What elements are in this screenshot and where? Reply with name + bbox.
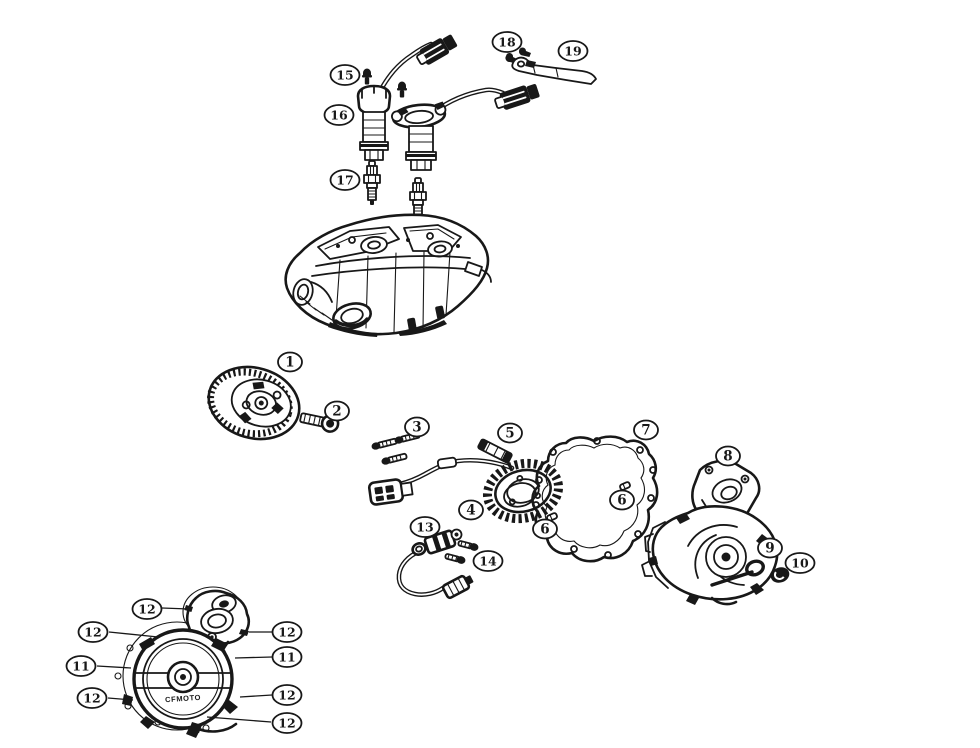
harness-clamp-drawing bbox=[477, 438, 513, 464]
leaders-layer bbox=[96, 607, 273, 723]
leader-line-12 bbox=[239, 694, 273, 698]
svg-text:7: 7 bbox=[641, 422, 650, 438]
water-pump-cover-assembly-drawing: CFMOTO bbox=[114, 586, 251, 738]
callout-4: 4 bbox=[458, 499, 484, 521]
flywheel-rotor-drawing bbox=[207, 365, 301, 441]
svg-text:9: 9 bbox=[765, 540, 774, 556]
callout-9: 9 bbox=[757, 537, 783, 559]
leader-line-11 bbox=[96, 665, 132, 669]
blanking-plug-drawing bbox=[770, 567, 790, 583]
coil-bolt-b-drawing bbox=[397, 81, 407, 98]
svg-text:14: 14 bbox=[479, 553, 497, 568]
sensor-screws-drawing bbox=[444, 540, 479, 564]
svg-text:16: 16 bbox=[330, 107, 348, 122]
callout-1: 1 bbox=[277, 351, 303, 373]
leader-line-12 bbox=[161, 607, 190, 610]
svg-text:6: 6 bbox=[617, 492, 626, 508]
svg-text:12: 12 bbox=[138, 601, 155, 616]
callout-11: 11 bbox=[271, 646, 303, 668]
leader-line-12 bbox=[107, 697, 134, 701]
callout-12: 12 bbox=[271, 684, 303, 706]
cover-gasket-drawing bbox=[531, 435, 659, 563]
svg-text:3: 3 bbox=[412, 419, 421, 435]
callout-17: 17 bbox=[329, 169, 361, 191]
svg-text:11: 11 bbox=[278, 649, 295, 664]
svg-text:12: 12 bbox=[278, 715, 295, 730]
svg-text:6: 6 bbox=[540, 521, 549, 537]
flywheel-bolt-drawing bbox=[299, 412, 340, 433]
svg-text:12: 12 bbox=[83, 690, 100, 705]
svg-text:10: 10 bbox=[791, 555, 809, 570]
callout-15: 15 bbox=[329, 64, 361, 86]
sensor-bracket-drawing bbox=[511, 56, 597, 85]
svg-text:12: 12 bbox=[84, 624, 101, 639]
stator-connector bbox=[367, 478, 414, 506]
svg-text:12: 12 bbox=[278, 687, 295, 702]
callout-12: 12 bbox=[76, 687, 108, 709]
callout-11: 11 bbox=[65, 655, 97, 677]
coil-right-connector bbox=[494, 84, 540, 110]
callout-12: 12 bbox=[131, 598, 163, 620]
callout-6: 6 bbox=[532, 518, 558, 540]
svg-text:5: 5 bbox=[505, 425, 514, 441]
leader-line-11 bbox=[234, 656, 273, 659]
svg-text:2: 2 bbox=[332, 403, 341, 419]
callout-5: 5 bbox=[497, 422, 523, 444]
callout-18: 18 bbox=[491, 31, 523, 53]
callout-19: 19 bbox=[557, 40, 589, 62]
ignition-coil-right-drawing bbox=[391, 84, 540, 171]
magneto-cover-drawing bbox=[641, 459, 779, 606]
spark-plug-left-drawing bbox=[363, 160, 381, 205]
svg-text:17: 17 bbox=[336, 172, 353, 187]
callout-12: 12 bbox=[271, 712, 303, 734]
coil-left-connector bbox=[416, 34, 458, 65]
callout-12: 12 bbox=[271, 621, 303, 643]
cfmoto-logo-text: CFMOTO bbox=[165, 693, 202, 704]
leader-line-12 bbox=[206, 716, 272, 723]
callout-6: 6 bbox=[609, 489, 635, 511]
screw-set-drawing bbox=[371, 431, 421, 465]
callout-13: 13 bbox=[409, 516, 441, 538]
coil-bolt-a-drawing bbox=[362, 68, 372, 85]
svg-text:4: 4 bbox=[466, 502, 475, 518]
position-sensor-drawing bbox=[396, 528, 474, 600]
svg-text:11: 11 bbox=[72, 658, 89, 673]
callout-12: 12 bbox=[77, 621, 109, 643]
callout-8: 8 bbox=[715, 445, 741, 467]
svg-text:1: 1 bbox=[285, 354, 294, 370]
svg-text:12: 12 bbox=[278, 624, 295, 639]
svg-text:8: 8 bbox=[723, 448, 732, 464]
callout-2: 2 bbox=[324, 400, 350, 422]
dowel-pin-b-drawing bbox=[619, 481, 631, 491]
callout-16: 16 bbox=[323, 104, 355, 126]
ignition-coil-left-drawing bbox=[356, 34, 458, 161]
callout-10: 10 bbox=[784, 552, 816, 574]
svg-text:15: 15 bbox=[336, 67, 353, 82]
callout-3: 3 bbox=[404, 416, 430, 438]
cylinder-head-assembly-drawing bbox=[284, 213, 492, 337]
svg-text:19: 19 bbox=[564, 43, 581, 58]
svg-text:18: 18 bbox=[498, 34, 516, 49]
callout-7: 7 bbox=[633, 419, 659, 441]
callout-14: 14 bbox=[472, 550, 504, 572]
svg-text:13: 13 bbox=[416, 519, 433, 534]
leader-line-12 bbox=[108, 631, 159, 638]
o-ring-drawing bbox=[745, 559, 765, 577]
